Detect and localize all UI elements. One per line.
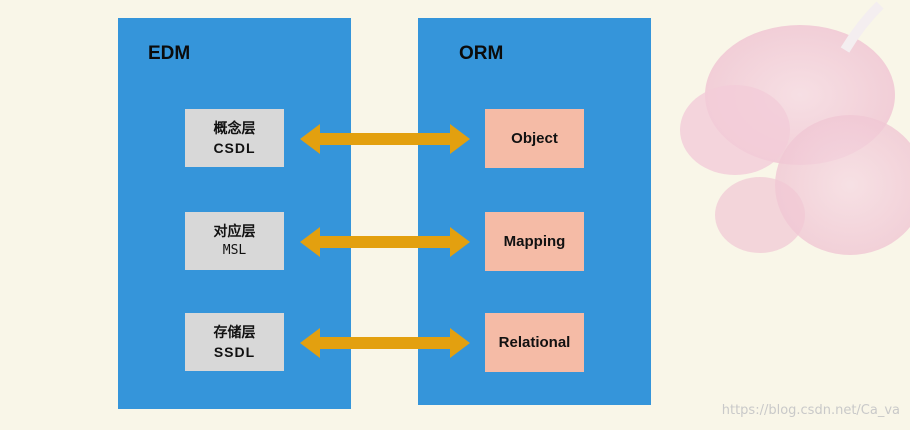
relational-box: Relational (485, 313, 584, 372)
orm-title: ORM (459, 43, 504, 64)
mapping-box: Mapping (485, 212, 584, 271)
conceptual-layer-box: 概念层 CSDL (185, 109, 284, 167)
object-box: Object (485, 109, 584, 168)
layer-name: 存储层 (213, 324, 256, 340)
edm-title: EDM (148, 43, 191, 64)
layer-name: 概念层 (213, 120, 256, 136)
layer-code: CSDL (213, 140, 256, 156)
storage-layer-box: 存储层 SSDL (185, 313, 284, 371)
double-arrow-icon (300, 227, 470, 257)
mapping-layer-box: 对应层 MSL (185, 212, 284, 270)
layer-code: MSL (222, 243, 247, 258)
layer-name: 对应层 (213, 223, 256, 239)
double-arrow-icon (300, 124, 470, 154)
double-arrow-icon (300, 328, 470, 358)
watermark-text: https://blog.csdn.net/Ca_va (721, 403, 900, 418)
layer-code: SSDL (213, 344, 256, 360)
